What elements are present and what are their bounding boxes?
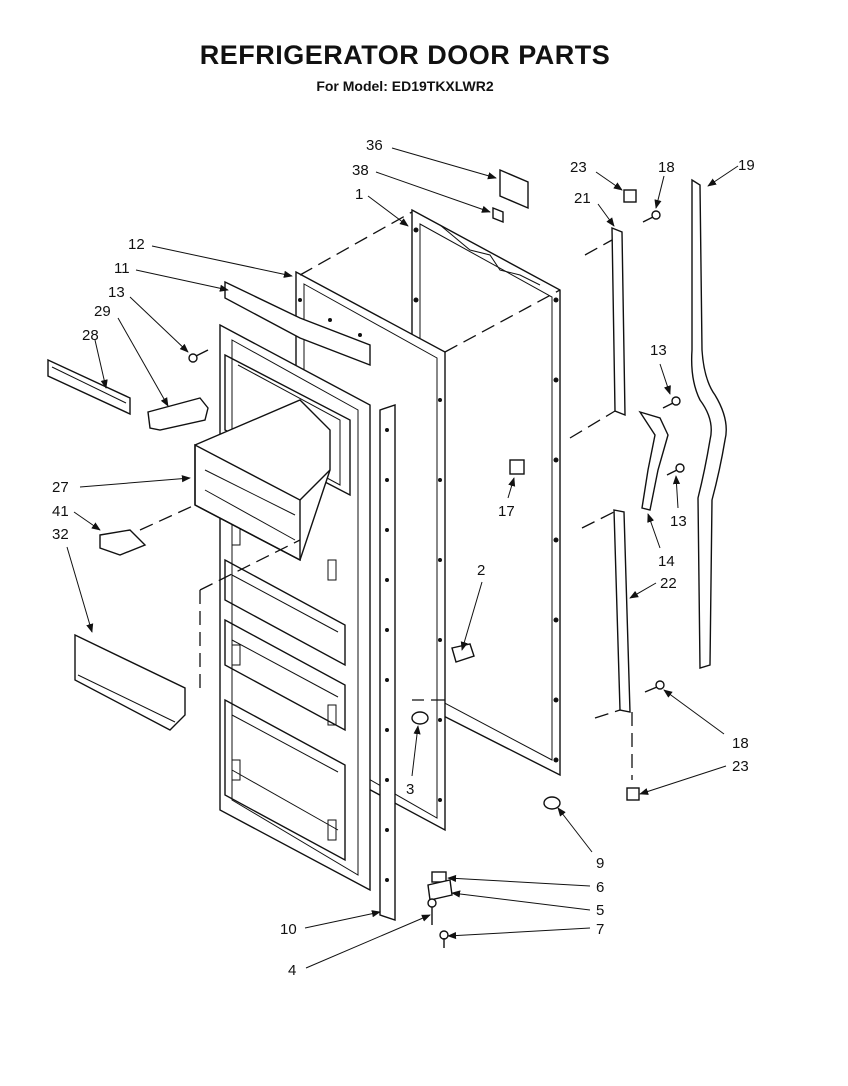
handle-rail-upper	[569, 226, 626, 439]
callout-6: 6	[596, 879, 604, 896]
clip-23a	[623, 189, 637, 203]
callout-1: 1	[355, 186, 363, 203]
callout-3: 3	[406, 781, 414, 798]
callout-38: 38	[352, 162, 369, 179]
dispenser-housing	[139, 399, 331, 690]
callout-9: 9	[596, 855, 604, 872]
callout-41: 41	[52, 503, 69, 520]
callout-11: 11	[114, 260, 130, 277]
callout-18: 18	[732, 735, 749, 752]
callout-21: 21	[574, 190, 591, 207]
callout-13: 13	[108, 284, 125, 301]
drip-tray	[99, 529, 147, 556]
door-screw-4	[427, 898, 437, 925]
handle-rail-lower	[581, 509, 633, 780]
callout-10: 10	[280, 921, 297, 938]
dispenser-lever	[147, 397, 209, 431]
callout-4: 4	[288, 962, 296, 979]
callout-12: 12	[128, 236, 145, 253]
callout-27: 27	[52, 479, 69, 496]
bushing	[411, 711, 429, 725]
leader-lines	[66, 147, 739, 969]
door-outer-panel	[411, 208, 561, 777]
screw-13b	[662, 396, 681, 409]
hinge-screw	[439, 930, 449, 948]
hinge-side-strip	[379, 404, 396, 921]
screw-18a	[642, 210, 661, 223]
callout-17: 17	[498, 503, 515, 520]
dispenser-trim	[47, 358, 131, 416]
callout-5: 5	[596, 902, 604, 919]
screw-18b	[644, 680, 665, 693]
clip	[509, 459, 525, 475]
hinge-bracket	[427, 879, 453, 901]
callout-13: 13	[670, 513, 687, 530]
label-plate	[499, 168, 529, 210]
screw-13a	[188, 349, 209, 363]
callout-23: 23	[732, 758, 749, 775]
small-label	[492, 206, 504, 224]
handle-trim-19	[690, 178, 727, 669]
top-bracket	[224, 280, 371, 367]
hinge-cap	[543, 796, 561, 810]
callout-13: 13	[650, 342, 667, 359]
hinge-pin	[431, 871, 447, 883]
callout-28: 28	[82, 327, 99, 344]
callout-14: 14	[658, 553, 675, 570]
diagram-title: REFRIGERATOR DOOR PARTS	[199, 40, 611, 70]
grille-panel	[74, 633, 186, 731]
model-subtitle: For Model: ED19TKXLWR2	[316, 78, 494, 94]
callout-36: 36	[366, 137, 383, 154]
clip-23b	[626, 787, 640, 801]
handle-14	[638, 410, 669, 511]
callout-numbers: 36 38 1 12 11 13 29 28 27 41 32 17 2 3 2…	[52, 137, 755, 979]
callout-29: 29	[94, 303, 111, 320]
callout-23: 23	[570, 159, 587, 176]
callout-2: 2	[477, 562, 485, 579]
screw-13c	[666, 463, 685, 476]
callout-7: 7	[596, 921, 604, 938]
callout-22: 22	[660, 575, 677, 592]
callout-18: 18	[658, 159, 675, 176]
callout-19: 19	[738, 157, 755, 174]
callout-32: 32	[52, 526, 69, 543]
